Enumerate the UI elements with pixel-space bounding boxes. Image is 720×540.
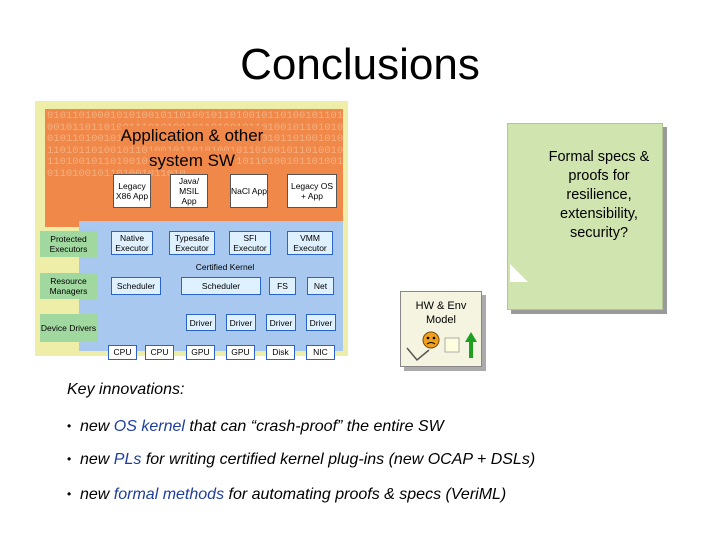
bullet-text: for writing certified kernel plug-ins (n…: [141, 451, 536, 468]
certified-kernel-label: Certified Kernel: [195, 262, 255, 272]
note-text: Formal specs & proofs for resilience, ex…: [548, 149, 650, 241]
formal-specs-note: Formal specs & proofs for resilience, ex…: [507, 123, 663, 310]
driver-3: Driver: [266, 314, 296, 331]
bullet-text: for automating proofs & specs (VeriML): [224, 486, 507, 503]
key-innovations-heading: Key innovations:: [67, 381, 185, 398]
slide-title: Conclusions: [240, 40, 480, 89]
resource-managers-label: Resource Managers: [40, 273, 97, 299]
model-figure-icon: [406, 331, 477, 362]
bullet-highlight: formal methods: [113, 486, 225, 503]
bullet-text: that can “crash-proof” the entire SW: [184, 418, 444, 435]
driver-4: Driver: [306, 314, 336, 331]
app-legacy-os: Legacy OS + App: [287, 174, 337, 208]
bullet-highlight: OS kernel: [113, 418, 185, 435]
bullet-text: new: [80, 486, 114, 503]
bullet-dot: •: [67, 452, 72, 466]
bullet-highlight: PLs: [113, 451, 142, 468]
sfi-executor: SFI Executor: [229, 231, 271, 255]
hw-cpu-1: CPU: [108, 345, 137, 360]
typesafe-executor: Typesafe Executor: [169, 231, 215, 255]
driver-2: Driver: [226, 314, 256, 331]
innovation-bullet-1: • new OS kernel that can “crash-proof” th…: [67, 418, 444, 436]
scheduler-2: Scheduler: [181, 277, 261, 295]
protected-executors-label: Protected Executors: [40, 231, 97, 257]
bullet-text: new: [80, 418, 114, 435]
hw-gpu-1: GPU: [186, 345, 215, 360]
native-executor: Native Executor: [111, 231, 153, 255]
app-nacl: NaCl App: [230, 174, 268, 208]
app-legacy-x86: Legacy X86 App: [113, 174, 151, 208]
bullet-text: new: [80, 451, 114, 468]
device-drivers-label: Device Drivers: [40, 314, 97, 342]
net-manager: Net: [307, 277, 334, 295]
hw-nic: NIC: [306, 345, 335, 360]
hw-disk: Disk: [266, 345, 295, 360]
note-fold: [510, 264, 528, 282]
app-title-line2: system SW: [149, 151, 235, 170]
fs-manager: FS: [269, 277, 296, 295]
vmm-executor: VMM Executor: [287, 231, 333, 255]
innovation-bullet-3: • new formal methods for automating proof…: [67, 486, 506, 504]
hw-env-model-label: HW & Env Model: [415, 300, 467, 326]
driver-1: Driver: [186, 314, 216, 331]
hw-gpu-2: GPU: [226, 345, 255, 360]
application-layer-title: Application & other system SW: [97, 123, 287, 173]
scheduler-1: Scheduler: [111, 277, 161, 295]
hw-cpu-2: CPU: [145, 345, 174, 360]
bullet-dot: •: [67, 487, 72, 501]
hw-env-model-card: HW & Env Model: [400, 291, 482, 367]
bullet-dot: •: [67, 419, 72, 433]
app-java-msil: Java/ MSIL App: [170, 174, 208, 208]
innovation-bullet-2: • new PLs for writing certified kernel pl…: [67, 451, 535, 469]
architecture-diagram: 0101101000101010010110100101101001011010…: [35, 101, 348, 360]
app-title-line1: Application & other: [120, 126, 264, 145]
